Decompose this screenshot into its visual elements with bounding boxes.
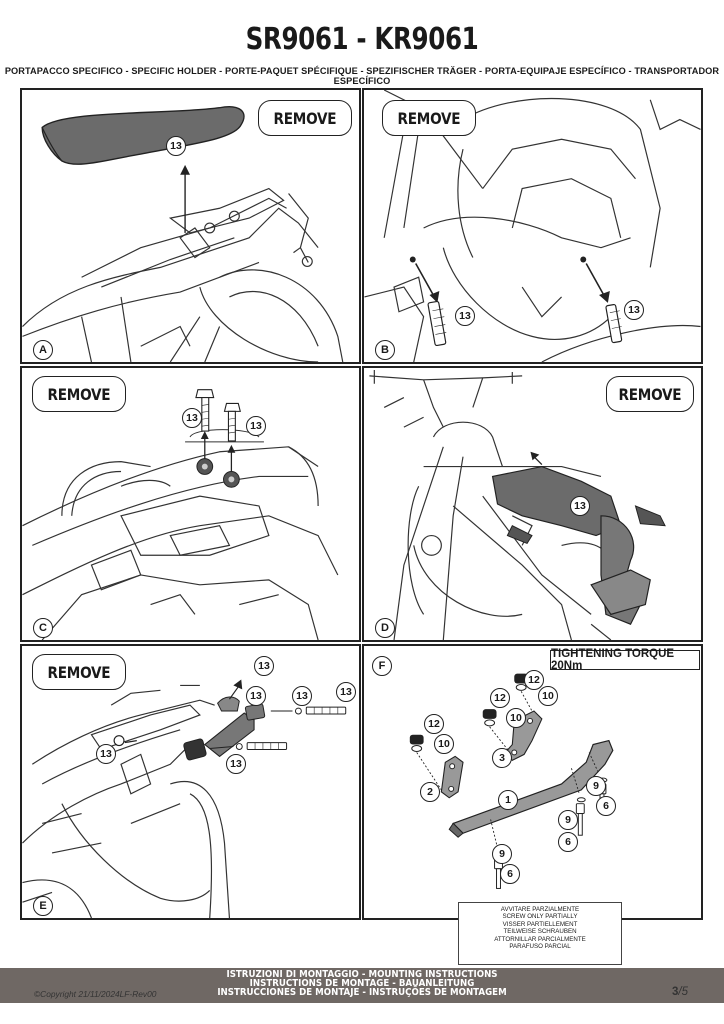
footer-line: ISTRUZIONI DI MONTAGGIO - MOUNTING INSTR… (226, 969, 498, 980)
step-f-panel: TIGHTENING TORQUE 20Nm F 12 10 12 10 12 … (362, 644, 703, 920)
part-number-badge: 13 (182, 408, 202, 428)
step-a-panel: REMOVE 13 A (20, 88, 361, 364)
step-b-illustration (364, 90, 701, 362)
step-letter-badge: D (375, 618, 395, 638)
step-c-illustration (22, 389, 339, 640)
part-number-badge: 10 (538, 686, 558, 706)
part-number-badge: 2 (420, 782, 440, 802)
part-number-badge: 1 (498, 790, 518, 810)
step-letter-badge: C (33, 618, 53, 638)
note-line: ATTORNILLAR PARCIALMENTE (494, 935, 586, 943)
part-number-badge: 6 (558, 832, 578, 852)
partial-screw-note: AVVITARE PARZIALMENTE SCREW ONLY PARTIAL… (458, 902, 622, 965)
step-d-panel: REMOVE 13 D (362, 366, 703, 642)
part-number-badge: 3 (492, 748, 512, 768)
total-pages: /5 (678, 986, 688, 998)
part-number-badge: 13 (624, 300, 644, 320)
part-number-badge: 9 (492, 844, 512, 864)
part-number-badge: 13 (570, 496, 590, 516)
part-number-badge: 13 (246, 686, 266, 706)
note-line: SCREW ONLY PARTIALLY (502, 913, 578, 921)
part-number-badge: 13 (455, 306, 475, 326)
part-number-badge: 9 (586, 776, 606, 796)
step-letter-badge: F (372, 656, 392, 676)
step-letter-badge: E (33, 896, 53, 916)
step-d-illustration (369, 369, 666, 640)
remove-label: REMOVE (32, 654, 126, 690)
note-line: AVVITARE PARZIALMENTE (500, 906, 580, 913)
footer-bar (0, 968, 724, 1003)
page-subtitle: PORTAPACCO SPECIFICO - SPECIFIC HOLDER -… (4, 66, 720, 86)
page-title: SR9061 - KR9061 (245, 22, 479, 57)
part-number-badge: 13 (166, 136, 186, 156)
remove-label: REMOVE (382, 100, 476, 136)
tightening-torque-label: TIGHTENING TORQUE 20Nm (550, 648, 700, 672)
step-c-panel: REMOVE 13 13 C (20, 366, 361, 642)
footer-line: INSTRUCTIONS DE MONTAGE - BAUANLEITUNG (249, 978, 475, 990)
footer-line: INSTRUCCIONES DE MONTAJE - INSTRUÇÕES DE… (217, 987, 507, 999)
part-number-badge: 13 (96, 744, 116, 764)
part-number-badge: 6 (596, 796, 616, 816)
part-number-badge: 13 (254, 656, 274, 676)
step-letter-badge: B (375, 340, 395, 360)
part-number-badge: 13 (336, 682, 356, 702)
part-number-badge: 12 (490, 688, 510, 708)
part-number-badge: 6 (500, 864, 520, 884)
footer-instructions-title: ISTRUZIONI DI MONTAGGIO - MOUNTING INSTR… (0, 970, 724, 998)
remove-label: REMOVE (32, 376, 126, 412)
part-number-badge: 13 (292, 686, 312, 706)
step-b-panel: REMOVE 13 13 B (362, 88, 703, 364)
remove-label: REMOVE (258, 100, 352, 136)
page-number: 3/5 (672, 986, 688, 998)
note-line: VISSER PARTIELLEMENT (502, 920, 578, 928)
step-letter-badge: A (33, 340, 53, 360)
part-number-badge: 12 (524, 670, 544, 690)
current-page: 3 (672, 986, 679, 998)
part-number-badge: 13 (226, 754, 246, 774)
copyright-text: ©Copyright 21/11/2024LF-Rev00 (34, 989, 157, 999)
part-number-badge: 13 (246, 416, 266, 436)
part-number-badge: 9 (558, 810, 578, 830)
step-e-illustration (22, 679, 347, 918)
step-e-panel: REMOVE 13 13 13 13 13 13 E (20, 644, 361, 920)
remove-label: REMOVE (606, 376, 694, 412)
note-line: PARAFUSO PARCIAL (509, 943, 571, 951)
part-number-badge: 10 (434, 734, 454, 754)
step-a-illustration (22, 106, 344, 362)
part-number-badge: 12 (424, 714, 444, 734)
part-number-badge: 10 (506, 708, 526, 728)
note-line: TEILWEISE SCHRAUBEN (503, 928, 577, 936)
